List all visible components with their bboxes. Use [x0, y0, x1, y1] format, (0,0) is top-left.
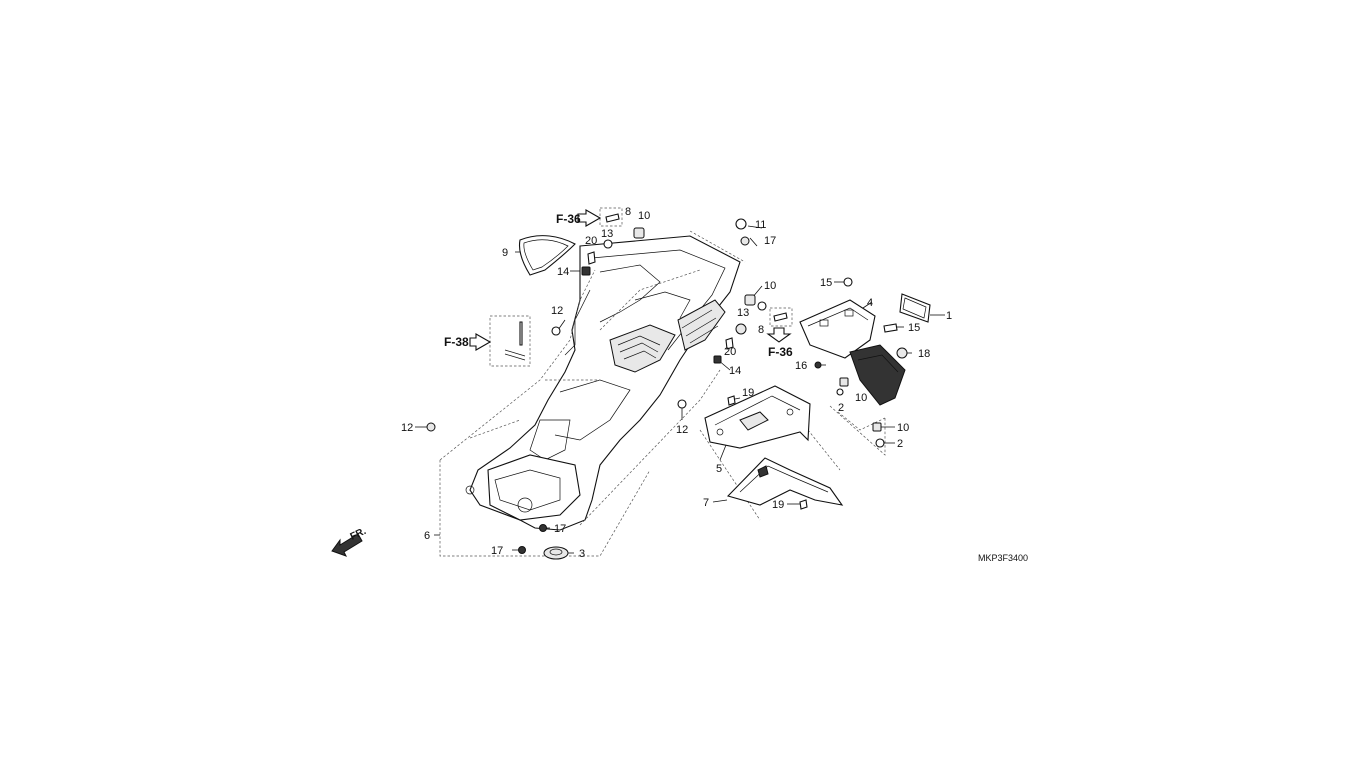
- ref-f36-top[interactable]: F-36: [556, 212, 581, 226]
- callout-18: 18: [918, 348, 930, 360]
- callout-6: 6: [424, 530, 430, 542]
- f36-right-detail: [766, 307, 793, 343]
- callout-19b: 19: [772, 499, 784, 511]
- callout-7: 7: [703, 497, 709, 509]
- callout-19a: 19: [742, 387, 754, 399]
- callout-14a: 14: [557, 266, 569, 278]
- callout-15a: 15: [820, 277, 832, 289]
- callout-17a: 17: [764, 235, 776, 247]
- callout-9: 9: [502, 247, 508, 259]
- callout-17b: 17: [554, 523, 566, 535]
- callout-10b: 10: [764, 280, 776, 292]
- front-direction-label: FR.: [349, 526, 368, 543]
- f38-detail: [469, 315, 531, 367]
- callout-20a: 20: [585, 235, 597, 247]
- callout-20b: 20: [724, 346, 736, 358]
- callout-5: 5: [716, 463, 722, 475]
- callout-13a: 13: [601, 228, 613, 240]
- callout-16: 16: [795, 360, 807, 372]
- hardware-fasteners: [426, 218, 908, 560]
- callout-10a: 10: [638, 210, 650, 222]
- callout-1: 1: [946, 310, 952, 322]
- reflector-part-1: [899, 293, 931, 323]
- inner-guard-part-7: [726, 457, 844, 506]
- callout-12a: 12: [551, 305, 563, 317]
- callout-2b: 2: [897, 438, 903, 450]
- callout-10c: 10: [855, 392, 867, 404]
- callout-4: 4: [867, 297, 873, 309]
- seal-part-9: [518, 235, 576, 276]
- splash-plate-part-5: [704, 385, 811, 449]
- callout-14b: 14: [729, 365, 741, 377]
- callout-3: 3: [579, 548, 585, 560]
- rear-fender-part-6: [465, 235, 741, 531]
- callout-12b: 12: [401, 422, 413, 434]
- bracket-part-4: [799, 299, 906, 406]
- f36-top-detail: [577, 207, 623, 227]
- callout-12c: 12: [676, 424, 688, 436]
- ref-f38[interactable]: F-38: [444, 335, 469, 349]
- callout-17c: 17: [491, 545, 503, 557]
- callout-2a: 2: [838, 402, 844, 414]
- diagram-code: MKP3F3400: [978, 553, 1028, 563]
- assembly-guide-lines: [439, 230, 886, 557]
- callout-15b: 15: [908, 322, 920, 334]
- callout-10d: 10: [897, 422, 909, 434]
- callout-8a: 8: [625, 206, 631, 218]
- front-direction-arrow: [331, 533, 363, 557]
- ref-f36-right[interactable]: F-36: [768, 345, 793, 359]
- callout-11: 11: [755, 219, 766, 231]
- callout-8b: 8: [758, 324, 764, 336]
- callout-13b: 13: [737, 307, 749, 319]
